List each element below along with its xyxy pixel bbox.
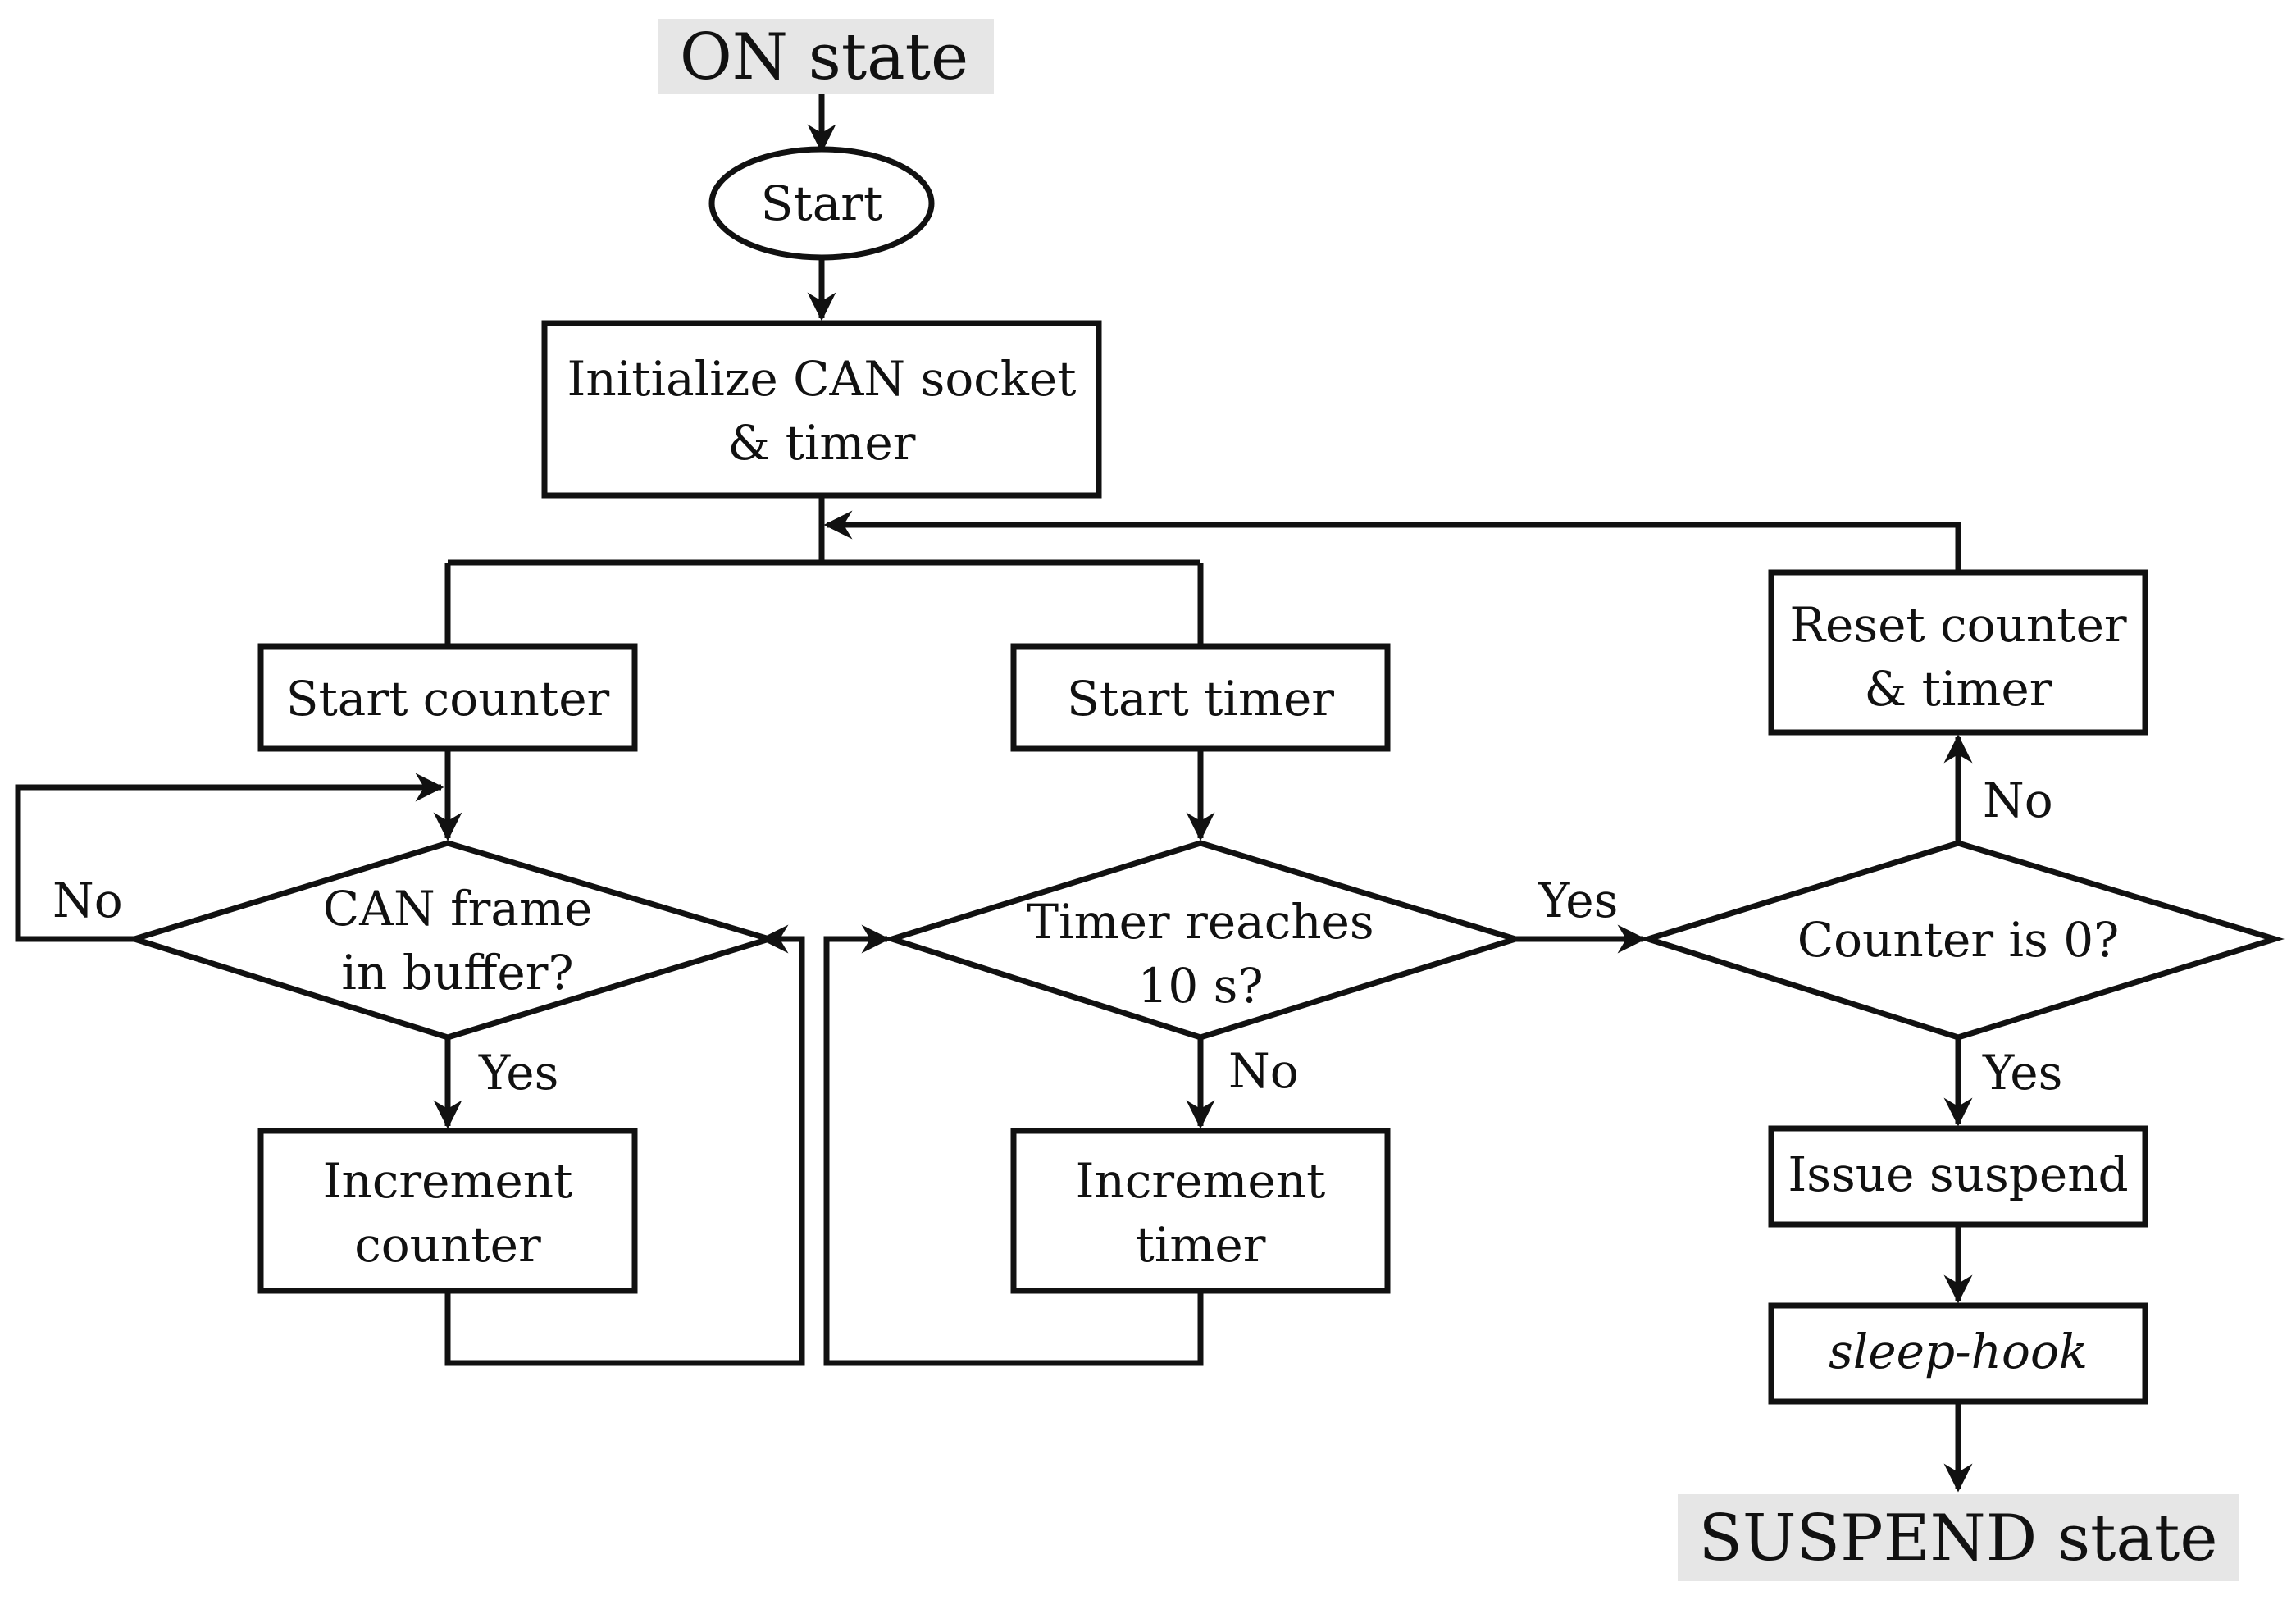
issue-suspend-label: Issue suspend: [1788, 1146, 2128, 1202]
issue-suspend-node: Issue suspend: [1768, 1125, 2148, 1228]
start-label: Start: [761, 175, 883, 231]
on-state-label: ON state: [680, 21, 968, 94]
start-counter-label: Start counter: [286, 671, 610, 727]
nodes: ON state Start Initialize CAN socket & t…: [125, 19, 2285, 1581]
start-timer-box: [1010, 643, 1391, 752]
can-no-label: No: [52, 873, 123, 928]
inc-counter-label-line2: counter: [354, 1217, 541, 1273]
timer-diamond: [882, 840, 1525, 1041]
edge-inc-timer-loop: [823, 924, 1204, 1366]
on-state: ON state: [658, 19, 994, 94]
sleep-hook-box: [1768, 1302, 2148, 1405]
start-timer-node: Start timer: [1010, 643, 1391, 752]
suspend-state: SUSPEND state: [1678, 1494, 2239, 1581]
can-yes-label: Yes: [478, 1045, 558, 1101]
start-counter-node: Start counter: [257, 643, 638, 752]
counter-decision: Counter is 0?: [1638, 840, 2285, 1041]
edge-can-no-loop: [15, 773, 444, 942]
reset-label-line2: & timer: [1865, 661, 2052, 717]
timer-no-label: No: [1228, 1043, 1299, 1099]
suspend-state-label: SUSPEND state: [1699, 1502, 2218, 1575]
counter-no-label: No: [1983, 773, 2053, 828]
edge-reset-loop: [823, 510, 1961, 572]
timer-label-line2: 10 s?: [1137, 958, 1263, 1014]
start-timer-label: Start timer: [1067, 671, 1334, 727]
reset-label-line1: Reset counter: [1789, 597, 2127, 653]
counter-yes-label: Yes: [1982, 1045, 2062, 1101]
init-box: [541, 320, 1102, 499]
start-node: Start: [708, 146, 935, 261]
can-frame-decision: CAN frame in buffer?: [125, 840, 780, 1041]
issue-suspend-box: [1768, 1125, 2148, 1228]
can-frame-label-line2: in buffer?: [341, 945, 573, 1001]
suspend-state-box: [1678, 1494, 2239, 1581]
timer-yes-label: Yes: [1538, 873, 1618, 928]
init-label-line2: & timer: [728, 415, 916, 471]
timer-label-line1: Timer reaches: [1027, 894, 1374, 950]
inc-counter-node: Increment counter: [257, 1128, 638, 1294]
reset-node: Reset counter & timer: [1768, 569, 2148, 736]
edge-labels: No Yes Yes No No Yes: [52, 773, 2062, 1101]
init-label-line1: Initialize CAN socket: [567, 351, 1076, 407]
start-ellipse: [708, 146, 935, 261]
timer-decision: Timer reaches 10 s?: [882, 840, 1525, 1041]
inc-counter-box: [257, 1128, 638, 1294]
sleep-hook-label: sleep-hook: [1829, 1324, 2088, 1379]
reset-box: [1768, 569, 2148, 736]
edges: [15, 94, 1973, 1493]
on-state-box: [658, 19, 994, 94]
sleep-hook-node: sleep-hook: [1768, 1302, 2148, 1405]
can-frame-diamond: [125, 840, 780, 1041]
start-counter-box: [257, 643, 638, 752]
counter-diamond: [1638, 840, 2285, 1041]
inc-timer-label-line2: timer: [1136, 1217, 1266, 1273]
inc-timer-box: [1010, 1128, 1391, 1294]
counter-label: Counter is 0?: [1797, 912, 2120, 968]
inc-timer-node: Increment timer: [1010, 1128, 1391, 1294]
can-frame-label-line1: CAN frame: [323, 881, 593, 937]
init-node: Initialize CAN socket & timer: [541, 320, 1102, 499]
inc-timer-label-line1: Increment: [1076, 1153, 1326, 1209]
inc-counter-label-line1: Increment: [323, 1153, 573, 1209]
edge-inc-counter-loop: [444, 924, 805, 1366]
